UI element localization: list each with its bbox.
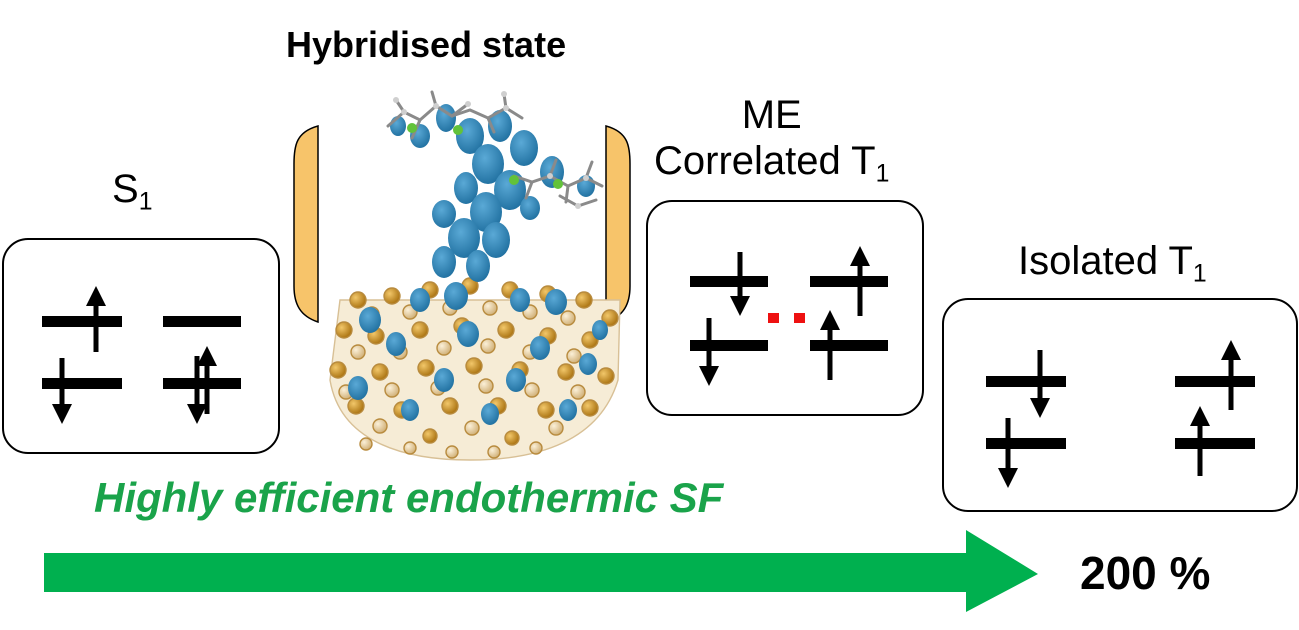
correlated-t1-box [646,200,924,416]
coupling-dots [768,313,805,323]
fullerene-cage [329,277,621,461]
left-bracket [293,125,319,324]
molecule-illustration [329,90,621,461]
me-label-sub: 1 [875,160,890,188]
coupling-dot [794,313,805,323]
s1-level [163,316,241,327]
me-label-line1: ME [741,93,802,137]
s1-level [42,316,122,327]
hybridised-state-title: Hybridised state [286,24,567,65]
me-label-base: Correlated T [654,139,876,183]
isolated-label: Isolated T1 [1018,238,1207,288]
me-energy-levels [690,276,888,351]
yield-value: 200 % [1080,547,1211,599]
me-level [690,276,768,287]
isolated-label-base: Isolated T [1018,239,1193,283]
orbital-lobes [348,104,608,425]
isolated-level [1175,438,1255,449]
s1-label-sub: 1 [138,188,153,216]
s1-level [163,378,241,389]
isolated-energy-levels [986,376,1255,449]
isolated-level [1175,376,1255,387]
me-level [810,276,888,287]
me-level [810,340,888,351]
s1-label-base: S [112,167,139,211]
s1-energy-levels [42,316,241,389]
me-label-line2: Correlated T1 [654,138,890,188]
isolated-label-sub: 1 [1192,260,1207,288]
sf-caption: Highly efficient endothermic SF [94,474,724,521]
s1-box [2,238,280,454]
right-bracket [605,125,631,324]
me-label: ME Correlated T1 [654,92,890,188]
coupling-dot [768,313,779,323]
process-arrow [44,530,1038,612]
isolated-level [986,438,1066,449]
s1-level [42,378,122,389]
isolated-level [986,376,1066,387]
me-level [690,340,768,351]
s1-label: S1 [112,166,153,216]
